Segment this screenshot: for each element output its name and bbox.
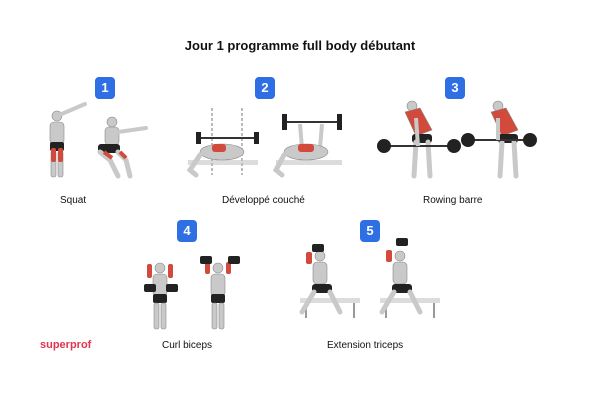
triceps-extension-illustration xyxy=(299,238,440,318)
squat-illustration xyxy=(49,102,148,179)
exercise-label-triceps-extension: Extension triceps xyxy=(327,340,404,351)
exercise-label-biceps-curl: Curl biceps xyxy=(162,340,213,351)
bench-press-illustration xyxy=(186,108,342,178)
exercise-number-badge-3: 3 xyxy=(445,77,465,99)
biceps-curl-illustration xyxy=(144,256,240,330)
exercise-number-badge-4: 4 xyxy=(177,220,197,242)
page-title: Jour 1 programme full body débutant xyxy=(184,38,416,53)
exercise-label-barbell-row: Rowing barre xyxy=(423,195,483,206)
brand-logo: superprof xyxy=(40,339,92,351)
barbell-row-illustration xyxy=(377,100,537,179)
exercise-number-badge-5: 5 xyxy=(360,220,380,242)
exercise-label-bench-press: Développé couché xyxy=(222,195,305,206)
exercise-number-badge-2: 2 xyxy=(255,77,275,99)
exercise-number-badge-1: 1 xyxy=(95,77,115,99)
exercise-label-squat: Squat xyxy=(60,195,87,206)
